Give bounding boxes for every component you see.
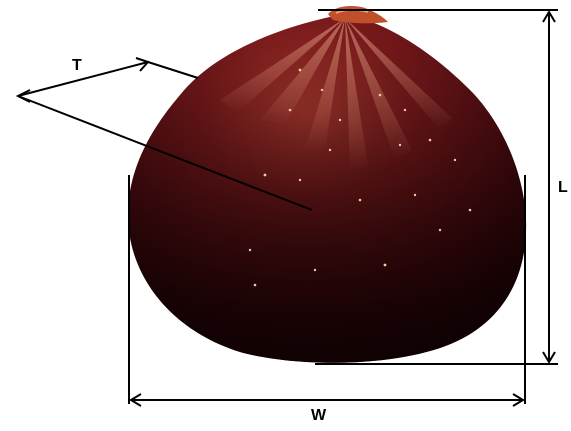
thickness-edge-line xyxy=(148,62,198,78)
fig-fruit xyxy=(128,6,526,363)
thickness-label: T xyxy=(72,57,82,74)
length-label: L xyxy=(558,179,568,196)
fig-stem xyxy=(328,6,388,23)
width-label: W xyxy=(311,407,327,424)
thickness-arrow-line xyxy=(18,62,148,96)
